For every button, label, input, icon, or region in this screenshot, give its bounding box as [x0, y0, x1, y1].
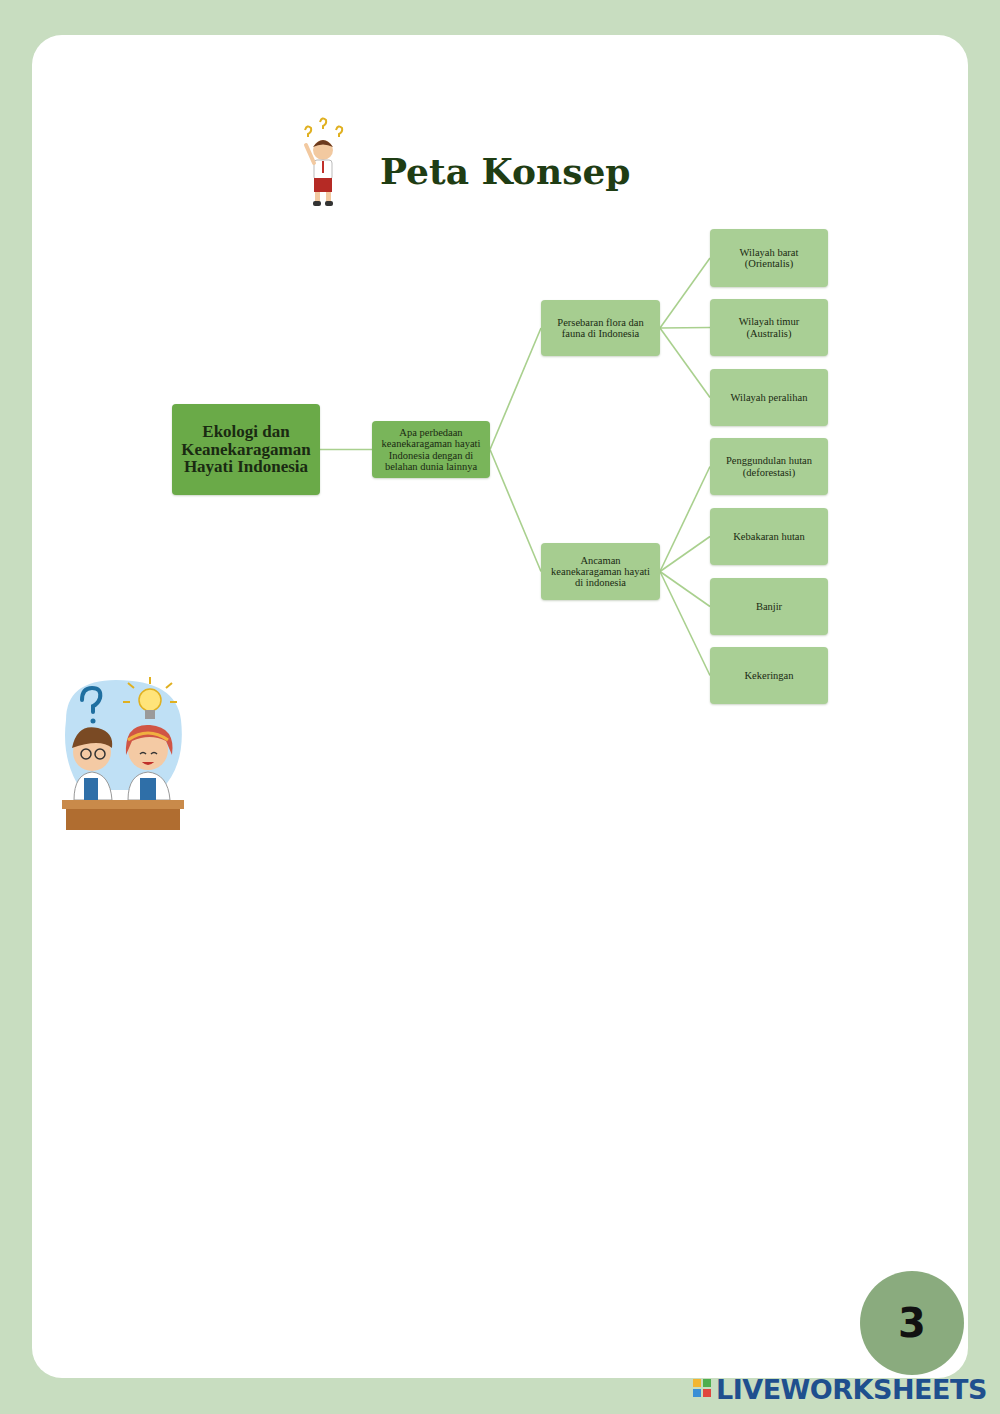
node-text: Penggundulan hutan (deforestasi)	[715, 455, 823, 477]
node-text: Banjir	[756, 601, 782, 612]
connector-line	[660, 537, 710, 572]
root-box: Ekologi dan Keanekaragaman Hayati Indone…	[172, 404, 320, 495]
connector-line	[490, 450, 541, 572]
connector-line	[660, 258, 710, 328]
page-number: 3	[860, 1271, 964, 1375]
connector-line	[660, 467, 710, 572]
topic-box: Ancaman keanekaragaman hayati di indones…	[541, 543, 660, 600]
node-text: Kebakaran hutan	[733, 531, 804, 542]
watermark-logo	[693, 1379, 711, 1397]
leaf-box: Kekeringan	[710, 647, 828, 704]
white-panel	[32, 35, 968, 1378]
leaf-box: Kebakaran hutan	[710, 508, 828, 565]
node-text: 3	[898, 1302, 926, 1344]
connector-line	[490, 328, 541, 450]
node-text: Kekeringan	[745, 670, 794, 681]
children-illustration	[62, 677, 184, 830]
leaf-box: Wilayah timur (Australis)	[710, 299, 828, 356]
connector-line	[660, 572, 710, 607]
boy-icon	[305, 118, 342, 206]
node-text: Ancaman keanekaragaman hayati di indones…	[546, 555, 655, 588]
node-text: Apa perbedaan keanekaragaman hayati Indo…	[377, 427, 485, 471]
connector-line	[660, 328, 710, 398]
node-text: Ekologi dan Keanekaragaman Hayati Indone…	[177, 423, 315, 477]
topic-box: Persebaran flora dan fauna di Indonesia	[541, 300, 660, 356]
node-text: Wilayah peralihan	[731, 392, 808, 403]
leaf-box: Banjir	[710, 578, 828, 635]
connector-line	[660, 572, 710, 676]
leaf-box: Penggundulan hutan (deforestasi)	[710, 438, 828, 495]
connector-line	[320, 449, 372, 451]
page-title: Peta Konsep	[380, 150, 631, 192]
watermark-text: LIVEWORKSHEETS	[716, 1374, 987, 1405]
node-text: Wilayah barat (Orientalis)	[715, 247, 823, 269]
question-box: Apa perbedaan keanekaragaman hayati Indo…	[372, 421, 490, 478]
node-text: Wilayah timur (Australis)	[715, 316, 823, 338]
page-number-disc	[860, 1271, 964, 1375]
connector-line	[660, 327, 710, 329]
leaf-box: Wilayah peralihan	[710, 369, 828, 426]
node-text: Persebaran flora dan fauna di Indonesia	[546, 317, 655, 339]
leaf-box: Wilayah barat (Orientalis)	[710, 229, 828, 287]
